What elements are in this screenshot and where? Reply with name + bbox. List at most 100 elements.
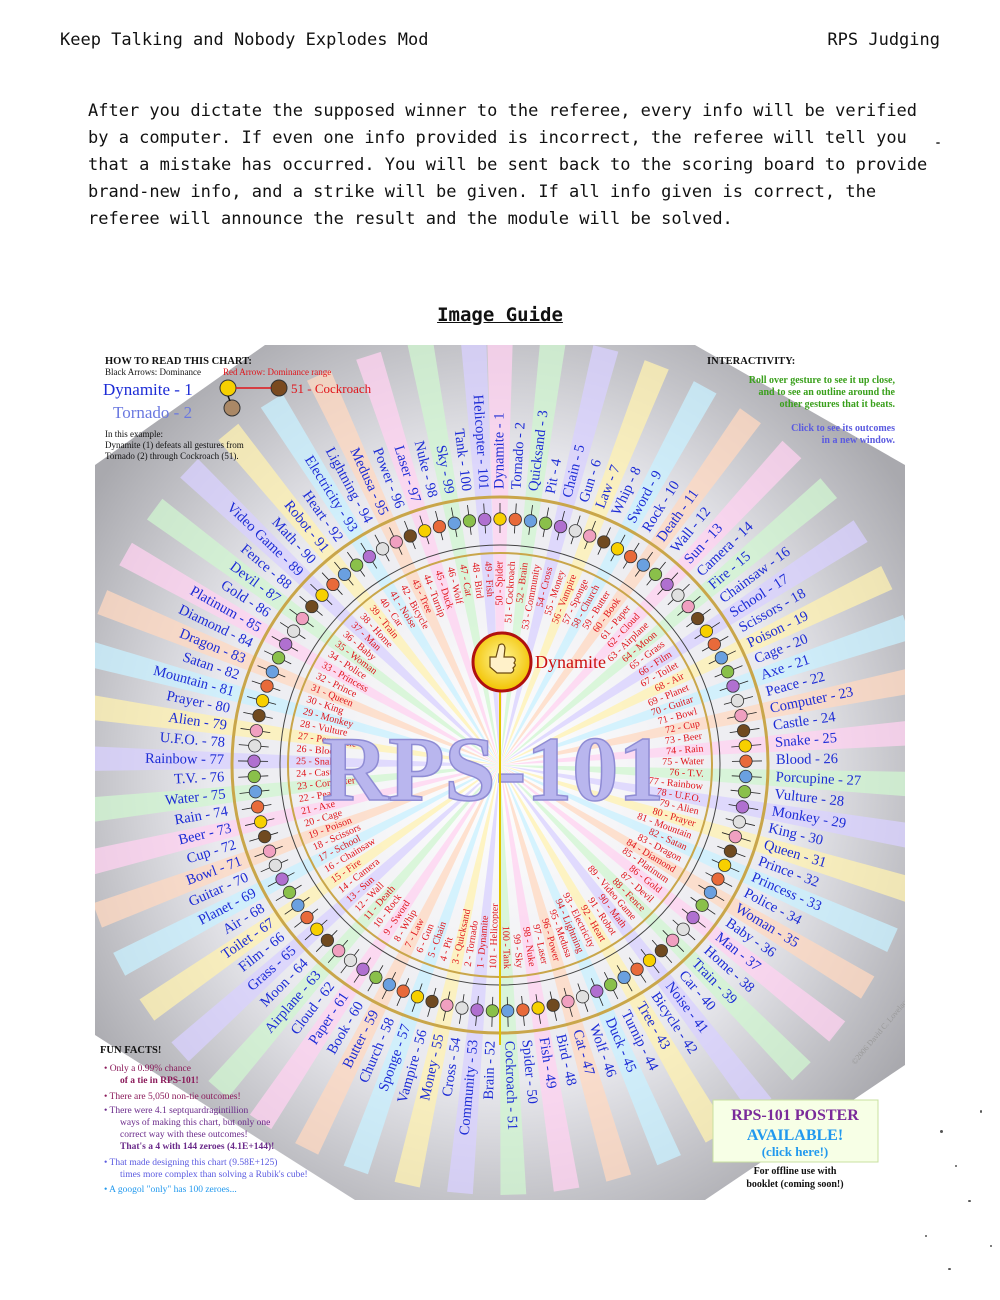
gesture-icon[interactable] (695, 898, 709, 912)
gesture-icon[interactable] (737, 785, 752, 799)
gesture-icon[interactable] (326, 577, 340, 592)
gesture-icon[interactable] (568, 524, 582, 538)
gesture-label-outer[interactable]: Pit - 4 (543, 457, 565, 496)
gesture-icon[interactable] (485, 1004, 499, 1018)
gesture-label-outer[interactable]: U.F.O. - 78 (159, 730, 225, 751)
gesture-icon[interactable] (254, 815, 268, 829)
gesture-label-outer[interactable]: Dynamite - 1 (491, 412, 507, 489)
gesture-icon[interactable] (382, 978, 396, 992)
gesture-icon[interactable] (315, 588, 329, 602)
gesture-icon[interactable] (728, 830, 742, 844)
gesture-icon[interactable] (389, 535, 403, 549)
gesture-icon[interactable] (575, 990, 590, 1004)
gesture-label-outer[interactable]: Vulture - 28 (774, 786, 845, 810)
gesture-icon[interactable] (721, 665, 735, 679)
gesture-icon[interactable] (493, 512, 507, 526)
gesture-icon[interactable] (630, 962, 644, 976)
gesture-icon[interactable] (470, 1003, 484, 1017)
gesture-icon[interactable] (707, 637, 721, 651)
gesture-icon[interactable] (432, 519, 447, 534)
gesture-label-outer[interactable]: Tornado - 2 (509, 422, 529, 490)
gesture-icon[interactable] (396, 984, 410, 998)
gesture-icon[interactable] (714, 651, 729, 665)
gesture-icon[interactable] (501, 1004, 515, 1018)
gesture-icon[interactable] (676, 922, 690, 936)
gesture-icon[interactable] (410, 990, 425, 1004)
gesture-icon[interactable] (703, 885, 718, 899)
gesture-icon[interactable] (691, 611, 705, 626)
gesture-icon[interactable] (624, 549, 638, 564)
gesture-icon[interactable] (258, 830, 272, 844)
gesture-icon[interactable] (516, 1003, 530, 1017)
gesture-icon[interactable] (337, 567, 352, 581)
gesture-label-outer[interactable]: Porcupine - 27 (775, 769, 861, 789)
gesture-icon[interactable] (617, 970, 631, 985)
gesture-icon[interactable] (508, 512, 522, 527)
gesture-label-outer[interactable]: Snake - 25 (774, 730, 837, 751)
gesture-icon[interactable] (362, 549, 376, 564)
gesture-icon[interactable] (248, 785, 263, 799)
gesture-icon[interactable] (590, 984, 604, 998)
gesture-icon[interactable] (440, 998, 454, 1012)
gesture-label-outer[interactable]: Spider - 50 (518, 1039, 540, 1105)
gesture-icon[interactable] (268, 858, 282, 872)
gesture-label-outer[interactable]: T.V. - 76 (174, 769, 225, 787)
gesture-icon[interactable] (247, 754, 261, 768)
gesture-icon[interactable] (648, 567, 663, 581)
gesture-icon[interactable] (671, 588, 685, 602)
gesture-icon[interactable] (539, 516, 553, 530)
gesture-icon[interactable] (636, 558, 650, 572)
gesture-icon[interactable] (718, 858, 732, 872)
gesture-icon[interactable] (462, 514, 477, 528)
dynamite-thumb-icon[interactable] (471, 631, 533, 693)
gesture-icon[interactable] (604, 978, 618, 992)
gesture-icon[interactable] (343, 953, 358, 967)
gesture-icon[interactable] (447, 516, 461, 530)
gesture-icon[interactable] (739, 754, 753, 768)
gesture-icon[interactable] (660, 577, 674, 592)
gesture-icon[interactable] (320, 933, 335, 947)
gesture-icon[interactable] (686, 910, 700, 925)
gesture-icon[interactable] (275, 872, 289, 886)
gesture-label-outer[interactable]: Cockroach - 51 (501, 1041, 520, 1131)
gesture-icon[interactable] (310, 922, 324, 936)
gesture-icon[interactable] (523, 514, 538, 528)
gesture-icon[interactable] (356, 962, 370, 976)
gesture-icon[interactable] (726, 679, 740, 693)
gesture-icon[interactable] (300, 910, 314, 925)
gesture-label-outer[interactable]: Blood - 26 (776, 751, 838, 768)
gesture-icon[interactable] (583, 529, 597, 543)
gesture-icon[interactable] (369, 970, 383, 985)
gesture-icon[interactable] (711, 872, 725, 886)
gesture-icon[interactable] (734, 709, 748, 723)
gesture-label-outer[interactable]: Brain - 52 (481, 1041, 499, 1100)
gesture-icon[interactable] (730, 694, 745, 708)
gesture-icon[interactable] (260, 679, 274, 693)
gesture-icon[interactable] (418, 524, 432, 538)
gesture-icon[interactable] (282, 885, 297, 899)
gesture-icon[interactable] (350, 558, 364, 572)
gesture-icon[interactable] (723, 844, 738, 858)
gesture-icon[interactable] (735, 800, 750, 814)
gesture-icon[interactable] (403, 529, 417, 543)
gesture-icon[interactable] (249, 724, 264, 738)
gesture-icon[interactable] (255, 694, 270, 708)
gesture-icon[interactable] (291, 898, 305, 912)
gesture-icon[interactable] (642, 953, 657, 967)
gesture-icon[interactable] (279, 637, 293, 651)
gesture-icon[interactable] (252, 709, 266, 723)
gesture-icon[interactable] (531, 1001, 545, 1015)
gesture-icon[interactable] (295, 611, 309, 626)
gesture-icon[interactable] (248, 739, 262, 753)
gesture-label-outer[interactable]: Rainbow - 77 (145, 751, 224, 768)
gesture-icon[interactable] (732, 815, 746, 829)
gesture-icon[interactable] (271, 651, 286, 665)
gesture-icon[interactable] (553, 519, 568, 534)
gesture-icon[interactable] (247, 769, 261, 784)
gesture-icon[interactable] (455, 1001, 469, 1015)
gesture-label-outer[interactable]: Fish - 49 (536, 1036, 560, 1089)
gesture-icon[interactable] (597, 535, 611, 549)
gesture-icon[interactable] (738, 739, 752, 753)
gesture-label-outer[interactable]: Tank - 100 (451, 428, 475, 492)
poster-panel[interactable]: RPS-101 POSTER AVAILABLE! (click here!) … (712, 1099, 879, 1190)
